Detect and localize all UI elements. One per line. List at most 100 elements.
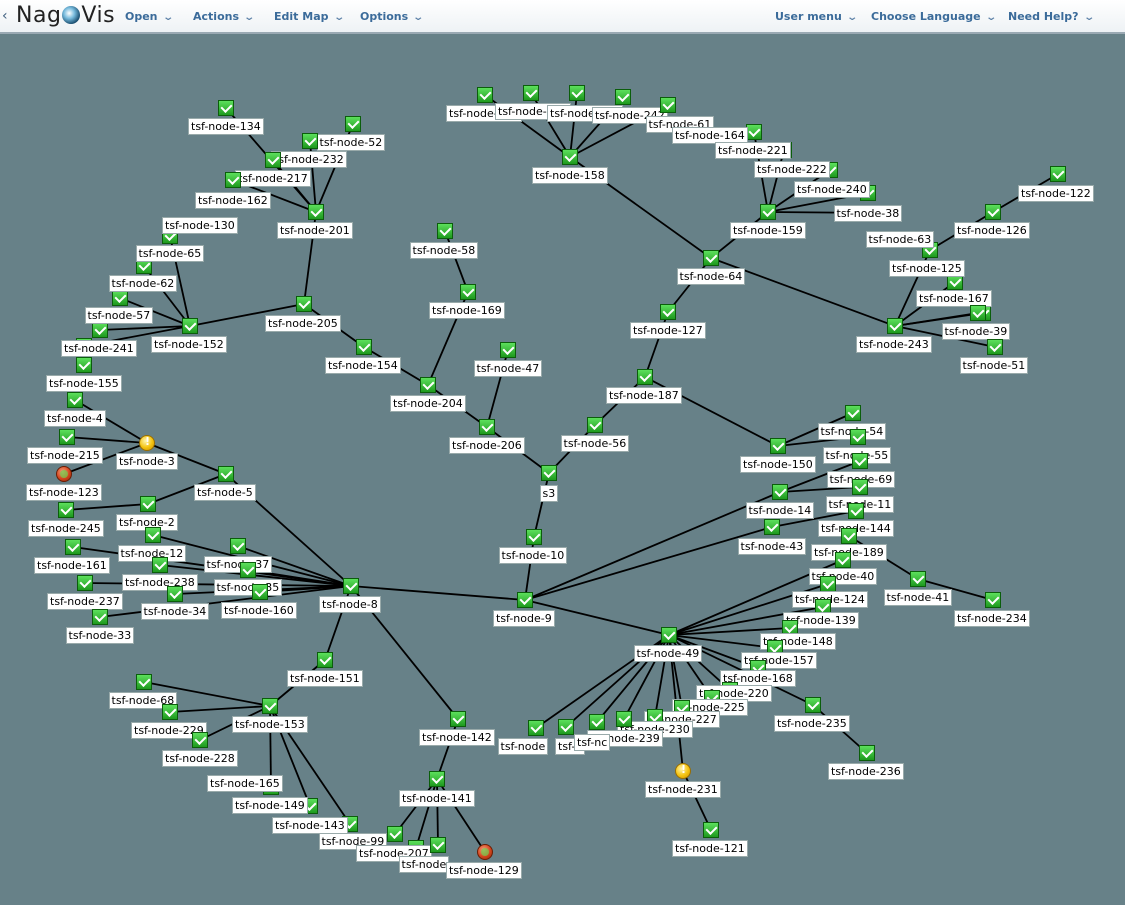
host-status-ok-icon[interactable] bbox=[218, 100, 234, 116]
host-status-ok-icon[interactable] bbox=[615, 89, 631, 105]
host-status-ok-icon[interactable] bbox=[429, 771, 445, 787]
host-label[interactable]: tsf-node-231 bbox=[645, 780, 721, 798]
host-status-ok-icon[interactable] bbox=[192, 732, 208, 748]
host-label[interactable]: tsf-node-39 bbox=[941, 322, 1011, 340]
host-status-ok-icon[interactable] bbox=[460, 284, 476, 300]
host-label[interactable]: tsf-node-68 bbox=[108, 691, 178, 709]
host-status-ok-icon[interactable] bbox=[528, 720, 544, 736]
host-status-ok-icon[interactable] bbox=[637, 369, 653, 385]
host-label[interactable]: tsf-node-49 bbox=[633, 644, 703, 662]
host-label[interactable]: tsf-node bbox=[398, 855, 450, 873]
host-status-ok-icon[interactable] bbox=[59, 429, 75, 445]
host-status-ok-icon[interactable] bbox=[910, 571, 926, 587]
host-status-ok-icon[interactable] bbox=[152, 557, 168, 573]
host-status-ok-icon[interactable] bbox=[162, 704, 178, 720]
host-status-ok-icon[interactable] bbox=[985, 592, 1001, 608]
host-status-ok-icon[interactable] bbox=[848, 503, 864, 519]
host-status-ok-icon[interactable] bbox=[112, 290, 128, 306]
host-status-ok-icon[interactable] bbox=[616, 711, 632, 727]
host-label[interactable]: tsf-node-243 bbox=[856, 335, 932, 353]
host-label[interactable]: tsf-node-64 bbox=[676, 267, 746, 285]
host-label[interactable]: tsf-node-47 bbox=[473, 359, 543, 377]
host-status-ok-icon[interactable] bbox=[660, 304, 676, 320]
host-status-ok-icon[interactable] bbox=[262, 698, 278, 714]
host-status-ok-icon[interactable] bbox=[764, 519, 780, 535]
host-status-ok-icon[interactable] bbox=[145, 527, 161, 543]
host-label[interactable]: tsf-node-2 bbox=[116, 513, 178, 531]
host-status-ok-icon[interactable] bbox=[703, 250, 719, 266]
host-status-ok-icon[interactable] bbox=[835, 552, 851, 568]
host-label[interactable]: tsf-node-150 bbox=[740, 455, 816, 473]
host-label[interactable]: tsf-node-125 bbox=[889, 259, 965, 277]
host-label[interactable]: tsf-node-34 bbox=[140, 602, 210, 620]
host-label[interactable]: tsf-node-205 bbox=[265, 314, 341, 332]
host-status-warning-icon[interactable] bbox=[675, 763, 691, 779]
host-status-ok-icon[interactable] bbox=[420, 377, 436, 393]
host-label[interactable]: tsf-node-164 bbox=[672, 126, 748, 144]
host-status-ok-icon[interactable] bbox=[296, 296, 312, 312]
host-status-ok-icon[interactable] bbox=[852, 453, 868, 469]
host-label[interactable]: tsf-node-165 bbox=[207, 774, 283, 792]
host-status-ok-icon[interactable] bbox=[240, 562, 256, 578]
host-label[interactable]: tsf-node-153 bbox=[232, 715, 308, 733]
host-status-ok-icon[interactable] bbox=[541, 465, 557, 481]
menu-choose-language[interactable]: Choose Language⌄ bbox=[871, 10, 997, 23]
host-label[interactable]: tsf-nc bbox=[574, 733, 611, 751]
host-label[interactable]: tsf-node-52 bbox=[316, 133, 386, 151]
host-label[interactable]: tsf-node-161 bbox=[34, 556, 110, 574]
host-status-ok-icon[interactable] bbox=[987, 339, 1003, 355]
host-label[interactable]: tsf-node-229 bbox=[131, 721, 207, 739]
host-label[interactable]: tsf-node-167 bbox=[916, 289, 992, 307]
host-label[interactable]: tsf-node-63 bbox=[865, 230, 935, 248]
host-status-ok-icon[interactable] bbox=[345, 116, 361, 132]
host-status-ok-icon[interactable] bbox=[805, 697, 821, 713]
menu-open[interactable]: Open⌄ bbox=[125, 10, 174, 23]
host-label[interactable]: tsf-node-129 bbox=[446, 861, 522, 879]
host-status-ok-icon[interactable] bbox=[225, 172, 241, 188]
host-label[interactable]: tsf-node-33 bbox=[65, 626, 135, 644]
host-status-critical-icon[interactable] bbox=[477, 844, 493, 860]
host-status-ok-icon[interactable] bbox=[859, 745, 875, 761]
host-status-ok-icon[interactable] bbox=[772, 484, 788, 500]
host-label[interactable]: tsf-node-142 bbox=[419, 728, 495, 746]
host-label[interactable]: tsf-node-9 bbox=[493, 609, 555, 627]
host-label[interactable]: tsf-node-169 bbox=[429, 301, 505, 319]
menu-user-menu[interactable]: User menu⌄ bbox=[775, 10, 858, 23]
host-label[interactable]: tsf-node-43 bbox=[737, 537, 807, 555]
host-status-ok-icon[interactable] bbox=[140, 496, 156, 512]
host-status-ok-icon[interactable] bbox=[308, 204, 324, 220]
host-status-ok-icon[interactable] bbox=[887, 318, 903, 334]
host-status-ok-icon[interactable] bbox=[65, 539, 81, 555]
host-label[interactable]: tsf-node-130 bbox=[162, 216, 238, 234]
host-status-ok-icon[interactable] bbox=[760, 204, 776, 220]
host-label[interactable]: tsf-node-159 bbox=[730, 221, 806, 239]
host-status-ok-icon[interactable] bbox=[58, 502, 74, 518]
host-label[interactable]: tsf-node-238 bbox=[122, 573, 198, 591]
host-label[interactable]: tsf-node-126 bbox=[954, 221, 1030, 239]
host-label[interactable]: tsf-node-139 bbox=[783, 611, 859, 629]
host-status-ok-icon[interactable] bbox=[302, 133, 318, 149]
host-label[interactable]: tsf-node-149 bbox=[232, 796, 308, 814]
host-status-ok-icon[interactable] bbox=[703, 822, 719, 838]
host-status-ok-icon[interactable] bbox=[437, 223, 453, 239]
host-label[interactable]: tsf-node-232 bbox=[271, 150, 347, 168]
host-status-critical-icon[interactable] bbox=[56, 466, 72, 482]
host-label[interactable]: tsf-node-228 bbox=[162, 749, 238, 767]
host-status-ok-icon[interactable] bbox=[252, 584, 268, 600]
host-status-ok-icon[interactable] bbox=[970, 305, 986, 321]
host-status-ok-icon[interactable] bbox=[182, 318, 198, 334]
host-status-ok-icon[interactable] bbox=[265, 152, 281, 168]
host-status-ok-icon[interactable] bbox=[850, 429, 866, 445]
host-label[interactable]: tsf-node-187 bbox=[606, 386, 682, 404]
host-label[interactable]: tsf-node-158 bbox=[532, 166, 608, 184]
host-status-ok-icon[interactable] bbox=[660, 97, 676, 113]
chevron-left-icon[interactable]: ‹ bbox=[2, 8, 8, 24]
host-label[interactable]: tsf-node-41 bbox=[883, 588, 953, 606]
host-label[interactable]: tsf-node-56 bbox=[560, 434, 630, 452]
host-status-ok-icon[interactable] bbox=[218, 466, 234, 482]
host-label[interactable]: tsf-node-38 bbox=[833, 204, 903, 222]
host-label[interactable]: tsf-node-154 bbox=[325, 356, 401, 374]
host-status-ok-icon[interactable] bbox=[430, 837, 446, 853]
host-label[interactable]: tsf-node-235 bbox=[774, 714, 850, 732]
host-status-ok-icon[interactable] bbox=[841, 528, 857, 544]
